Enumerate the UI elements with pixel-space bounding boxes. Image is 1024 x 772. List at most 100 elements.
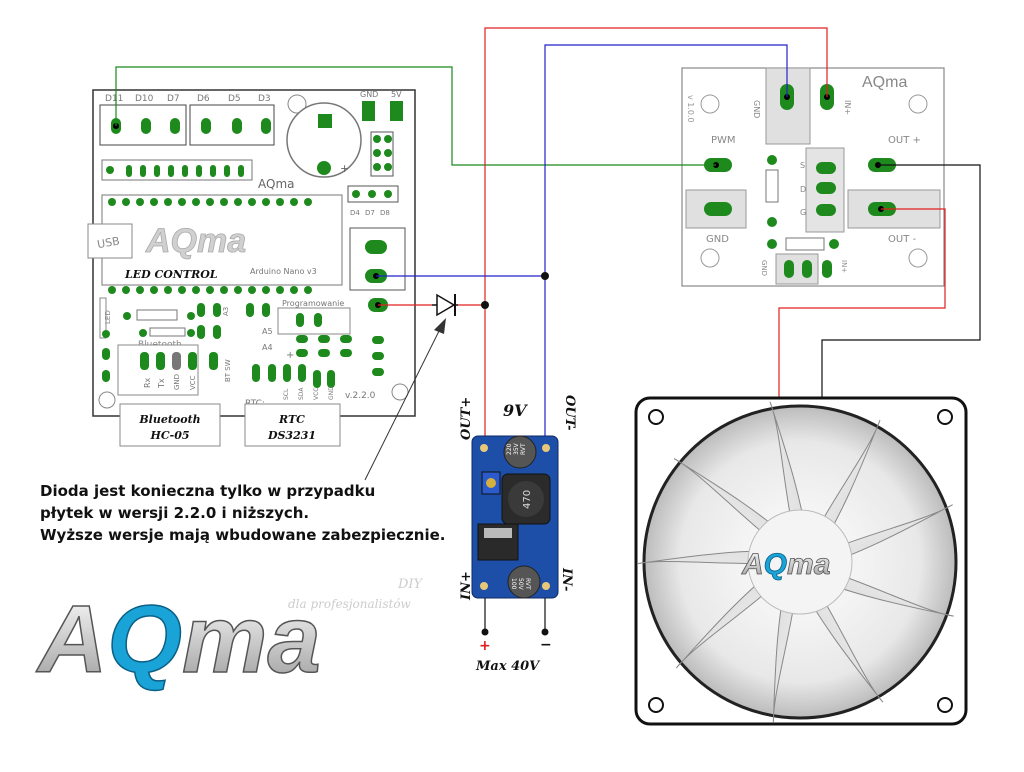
- cap1-line2: 35V: [513, 442, 520, 455]
- a4-label: A4: [262, 343, 273, 352]
- pin-label-d7: D7: [167, 94, 180, 104]
- converter-voltage: 9V: [503, 401, 528, 420]
- a3-label: A3: [222, 307, 230, 316]
- mosfet-d: D: [800, 185, 806, 194]
- cap2-line3: RVT: [524, 578, 531, 590]
- bt-pin-tx: Tx: [157, 378, 166, 389]
- fan-icon: AQma: [634, 396, 968, 726]
- bt-pin-rx: Rx: [143, 377, 152, 388]
- module-rtc-line1: RTC: [278, 413, 305, 426]
- rtc-pin-gnd: GND: [328, 386, 335, 400]
- bluetooth-module: [119, 403, 221, 447]
- usb-label: USB: [96, 234, 121, 251]
- cap1-line1: 220: [506, 443, 513, 455]
- logo-a: A: [36, 586, 107, 693]
- mosfet-in-plus-bottom: IN+: [840, 260, 848, 273]
- wire-fan-black: [821, 164, 981, 402]
- pin-label-d11: D11: [105, 94, 123, 104]
- bt-sw-label: BT SW: [224, 359, 232, 382]
- svg-text:+: +: [286, 350, 294, 361]
- svg-text:−: −: [540, 637, 552, 653]
- fan-logo-a: A: [741, 548, 764, 581]
- controller-brand: AQma: [258, 177, 295, 191]
- wire-in-plus-red: [484, 27, 828, 438]
- svg-text:AQma: AQma: [741, 548, 830, 581]
- mosfet-gnd-left: GND: [706, 234, 729, 245]
- rtc-pin-vcc: VCC: [313, 388, 320, 400]
- mosfet-gnd-bottom: GND: [760, 260, 768, 276]
- aqma-logo: DIY dla profesjonalistów AQma: [35, 577, 424, 694]
- mosfet-brand: AQma: [862, 74, 907, 91]
- svg-text:+: +: [340, 162, 349, 175]
- bt-pin-gnd: GND: [173, 374, 181, 390]
- top-pin-labels: D11 D10 D7 D6 D5 D3: [105, 94, 271, 104]
- wire-pwm-green: [115, 66, 716, 166]
- note-line-3: Wyższe wersje mają wbudowane zabezpieczn…: [40, 526, 446, 544]
- rtc-module: [244, 403, 341, 447]
- diode-icon: [432, 293, 458, 317]
- converter-out-minus: OUT-: [562, 395, 577, 431]
- 5v-label: 5V: [391, 90, 402, 99]
- converter-module: 220 35V RVT 470 100 50V RVT: [471, 435, 559, 599]
- pin-label-d5: D5: [228, 94, 241, 104]
- controller-board: D11 D10 D7 D6 D5 D3 + GND 5V: [87, 89, 416, 447]
- d-pin-d4: D4: [350, 209, 360, 217]
- diode-note: Dioda jest konieczna tylko w przypadku p…: [40, 480, 445, 546]
- cap2-line1: 100: [510, 578, 517, 590]
- logo-diy: DIY: [397, 577, 424, 592]
- mosfet-out-plus: OUT +: [888, 135, 921, 146]
- nano-logo: AQma: [145, 222, 247, 261]
- cap1-line3: RVT: [520, 443, 527, 455]
- mosfet-s: S: [800, 161, 805, 170]
- svg-text:+: +: [479, 638, 491, 654]
- cap2-line2: 50V: [517, 578, 524, 591]
- fan-logo-q: Q: [764, 548, 787, 581]
- led-mark: LED: [104, 310, 112, 324]
- programowanie-label: Programowanie: [282, 299, 344, 308]
- mosfet-g: G: [800, 208, 806, 217]
- module-bluetooth-line2: HC-05: [149, 429, 189, 442]
- rtc-pin-sda: SDA: [298, 387, 305, 400]
- nano-pins-top: [101, 159, 253, 181]
- module-rtc-line2: DS3231: [267, 429, 316, 442]
- bt-pin-vcc: VCC: [189, 375, 197, 390]
- rtc-pin-scl: SCL: [283, 388, 290, 400]
- converter-max-label: Max 40V: [475, 659, 541, 674]
- module-bluetooth-line1: Bluetooth: [138, 413, 200, 426]
- d-pin-d8: D8: [380, 209, 390, 217]
- logo-ma: ma: [182, 586, 321, 693]
- version-label: v.2.2.0: [345, 391, 376, 401]
- mosfet-out-minus: OUT -: [888, 234, 916, 245]
- led-control-label: LED CONTROL: [124, 268, 218, 281]
- nano-label: Arduino Nano v3: [250, 267, 317, 276]
- wires: [115, 27, 981, 438]
- mosfet-pwm: PWM: [711, 135, 736, 146]
- top-pads: [111, 118, 271, 134]
- arrow-icon: [364, 318, 446, 481]
- svg-text:AQma: AQma: [36, 586, 321, 693]
- mosfet-in-plus-top: IN+: [843, 100, 852, 115]
- converter-in-minus: IN-: [559, 567, 574, 591]
- mosfet-gnd-top: GND: [752, 100, 761, 118]
- fan-logo-ma: ma: [787, 548, 830, 581]
- converter-out-plus: OUT+: [459, 397, 474, 440]
- d-pin-d7: D7: [365, 209, 375, 217]
- wire-gnd-blue: [544, 44, 788, 438]
- a5-label: A5: [262, 327, 273, 336]
- pin-label-d3: D3: [258, 94, 271, 104]
- pin-label-d6: D6: [197, 94, 210, 104]
- gnd-label: GND: [360, 90, 378, 99]
- note-line-2: płytek w wersji 2.2.0 i niższych.: [40, 504, 310, 522]
- mosfet-version: v 1.0.0: [686, 95, 695, 123]
- inductor-label: 470: [522, 490, 533, 509]
- mosfet-board: GND IN+ AQma v 1.0.0 PWM OUT + GND OUT -…: [681, 67, 945, 287]
- nano-logo-text: AQma: [145, 222, 246, 260]
- note-line-1: Dioda jest konieczna tylko w przypadku: [40, 482, 376, 500]
- logo-tagline: dla profesjonalistów: [288, 597, 412, 611]
- pin-label-d10: D10: [135, 94, 154, 104]
- converter-in-plus: IN+: [459, 571, 474, 601]
- wire-fan-red: [778, 208, 946, 402]
- logo-q: Q: [107, 586, 182, 693]
